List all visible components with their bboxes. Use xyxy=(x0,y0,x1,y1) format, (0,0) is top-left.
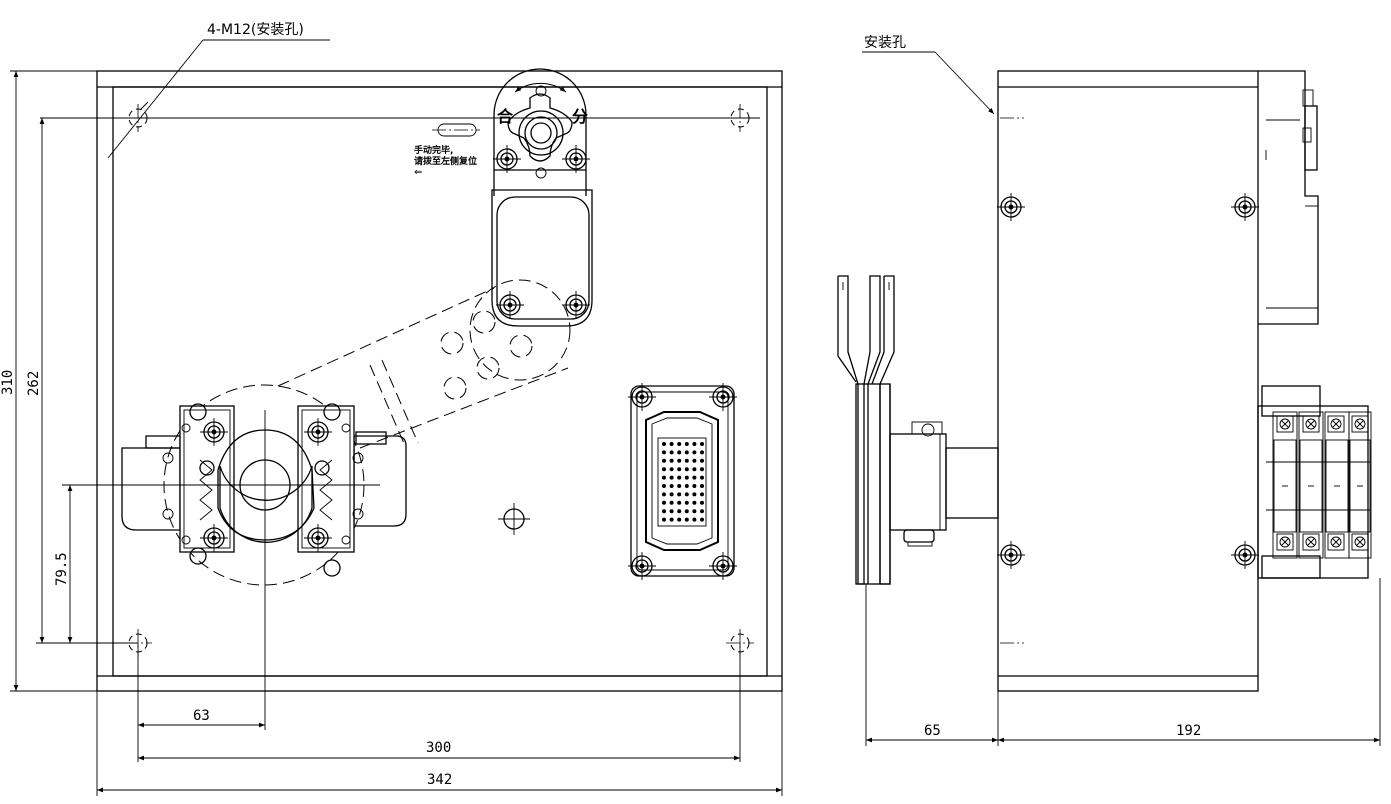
dim-handle-depth: 65 xyxy=(924,723,941,739)
connector-pin xyxy=(700,458,704,463)
side-view: 安装孔 xyxy=(837,35,1381,746)
connector-pin xyxy=(669,500,674,505)
connector-pin xyxy=(684,475,689,480)
connector-pin xyxy=(662,450,666,455)
connector-pin xyxy=(700,450,704,455)
connector-pin xyxy=(700,467,704,472)
connector-pin xyxy=(692,450,697,455)
connector-pin xyxy=(669,475,674,480)
connector-pin xyxy=(662,492,666,497)
connector-pin xyxy=(692,458,697,463)
connector-pin xyxy=(662,475,666,480)
knob-outer-ring xyxy=(518,110,564,156)
front-outer-plate xyxy=(96,70,783,692)
connector-pin xyxy=(692,517,697,522)
connector-pin xyxy=(700,475,704,480)
connector-pin xyxy=(669,450,674,455)
label-close: 合 xyxy=(497,107,514,126)
left-arrow-icon: ⇐ xyxy=(414,167,422,178)
connector-pin xyxy=(669,492,674,497)
connector-pin xyxy=(669,484,674,488)
dim-body-depth: 192 xyxy=(1176,723,1201,739)
rotary-selector: 合 分 手动完毕, 请拨至左侧复位 ⇐ xyxy=(414,68,593,327)
side-selector-profile xyxy=(1258,70,1319,325)
connector-pin xyxy=(692,475,697,480)
connector-pin xyxy=(662,517,666,522)
side-body xyxy=(997,70,1259,692)
manual-note-line1: 手动完毕, xyxy=(414,144,453,156)
connector-pin xyxy=(684,484,689,488)
connector-pins xyxy=(662,442,704,522)
plate-screw xyxy=(498,503,530,535)
connector-pin xyxy=(692,484,697,488)
connector-pin xyxy=(684,467,689,472)
connector-pin xyxy=(677,492,682,497)
connector-pin xyxy=(692,492,697,497)
front-view: 4-M12(安装孔) 合 分 手动完毕, xyxy=(0,22,783,796)
connector-pin xyxy=(669,458,674,463)
connector-pin xyxy=(677,450,682,455)
connector-pin xyxy=(700,492,704,497)
connector-pin xyxy=(677,484,682,488)
connector-pin xyxy=(677,509,682,514)
connector-pin xyxy=(684,458,689,463)
connector-pin xyxy=(662,442,666,446)
connector-pin xyxy=(700,509,704,514)
connector-pin xyxy=(677,500,682,505)
connector-pin xyxy=(684,517,689,522)
terminal-block xyxy=(1257,385,1372,579)
connector-pin xyxy=(662,500,666,505)
dim-axis-offset: 63 xyxy=(193,708,210,724)
manual-note-line2: 请拨至左侧复位 xyxy=(414,155,477,167)
connector-pin xyxy=(700,442,704,446)
connector-pin xyxy=(662,509,666,514)
rotation-arrow-icon xyxy=(514,82,567,93)
connector-pin xyxy=(677,467,682,472)
connector-pin xyxy=(669,517,674,522)
front-inner-frame xyxy=(112,86,768,677)
connector-pin xyxy=(684,442,689,446)
connector-pin xyxy=(662,484,666,488)
dim-height-total: 310 xyxy=(0,370,16,395)
connector-pin xyxy=(662,458,666,463)
front-hole-callout: 4-M12(安装孔) xyxy=(207,22,304,38)
connector-pin xyxy=(692,467,697,472)
dim-height-holes: 262 xyxy=(26,371,42,396)
side-handle xyxy=(837,275,999,585)
connector-pin xyxy=(669,442,674,446)
dim-width-total: 342 xyxy=(427,772,452,788)
connector-pin xyxy=(700,484,704,488)
connector-pin xyxy=(684,500,689,505)
side-hole-callout: 安装孔 xyxy=(864,35,906,51)
connector-pin xyxy=(692,442,697,446)
connector-pin xyxy=(669,509,674,514)
connector-pin xyxy=(692,500,697,505)
multi-pin-connector xyxy=(627,382,738,581)
label-open: 分 xyxy=(572,107,588,126)
dim-width-holes: 300 xyxy=(426,740,451,756)
connector-pin xyxy=(692,509,697,514)
connector-pin xyxy=(677,517,682,522)
connector-pin xyxy=(684,492,689,497)
connector-pin xyxy=(669,467,674,472)
connector-pin xyxy=(700,517,704,522)
connector-pin xyxy=(684,450,689,455)
connector-pin xyxy=(662,467,666,472)
connector-pin xyxy=(677,458,682,463)
connector-pin xyxy=(677,442,682,446)
dim-axis-height: 79.5 xyxy=(54,552,70,586)
connector-pin xyxy=(700,500,704,505)
connector-pin xyxy=(677,475,682,480)
connector-pin xyxy=(684,509,689,514)
